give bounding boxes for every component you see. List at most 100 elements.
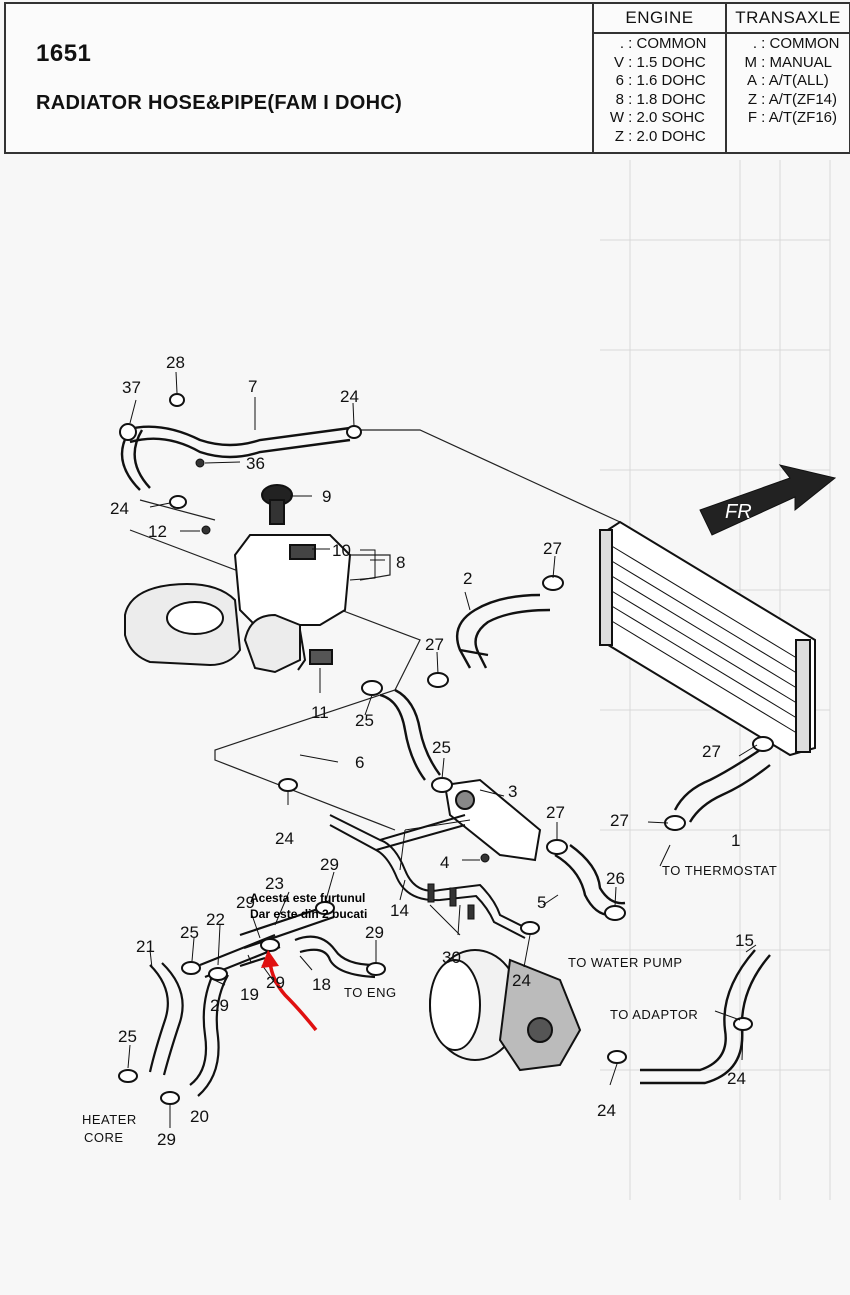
header-column-divider [725,4,727,152]
callout-22: 22 [206,910,225,929]
annotation-note: Acesta este furtunul Dar este din 2 buca… [250,890,367,922]
callout-29-d: 29 [266,973,285,992]
clamp [118,1069,138,1083]
callout-29-a: 29 [320,855,339,874]
bolt [480,853,490,863]
engine-legend-item: 8 : 1.8 DOHC [615,90,706,108]
callout-14: 14 [390,901,409,920]
clamp [604,905,626,921]
callout-10: 10 [332,541,351,560]
front-label: FR [725,501,752,523]
hose-5 [554,844,626,917]
engine-legend-item: . : COMMON [619,35,707,52]
catalog-header: 1651 RADIATOR HOSE&PIPE(FAM I DOHC) ENGI… [4,2,850,154]
callout-29-c: 29 [365,923,384,942]
engine-legend-item: Z : 2.0 DOHC [614,127,706,145]
callout-3: 3 [508,782,517,801]
callout-24-right: 24 [727,1069,746,1088]
clamp [181,961,201,975]
clamp [733,1017,753,1031]
engine-heading-rule [594,32,725,34]
engine-legend-item: V : 1.5 DOHC [613,53,706,71]
clamp [542,575,564,591]
clamp [546,839,568,855]
callout-25-a: 25 [355,711,374,730]
callout-36: 36 [246,454,265,473]
clamp [119,423,137,441]
callout-30: 30 [442,948,461,967]
clamp [169,495,187,509]
callout-5: 5 [537,893,546,912]
to-eng-label: TO ENG [344,985,397,1000]
callout-24-mid: 24 [275,829,294,848]
bolts [195,458,490,920]
exploded-parts-diagram: FR [82,160,837,1200]
callout-24-bottom: 24 [597,1101,616,1120]
leader-lines [127,371,758,1128]
callout-27-c: 27 [546,803,565,822]
engine-heading: ENGINE [625,8,694,27]
callout-15: 15 [735,931,754,950]
callout-28: 28 [166,353,185,372]
clamp [431,777,453,793]
callout-37: 37 [122,378,141,397]
clamp [315,901,335,915]
annotation-arrow [261,950,318,1032]
radiator-core [599,520,816,757]
transaxle-legend: . : COMMON M : MANUAL A : A/T(ALL) Z : A… [737,35,840,128]
callout-9: 9 [322,487,331,506]
annotation-line-2: Dar este din 2 bucati [250,907,368,921]
callout-24-top: 24 [340,387,359,406]
callout-25-b: 25 [432,738,451,757]
clamp [607,1050,627,1064]
transaxle-legend-item: . : COMMON [752,35,840,52]
assembly-outline-lines [129,429,621,831]
bolt [467,904,475,920]
coolant-reservoir [233,484,352,671]
engine-legend: . : COMMON V : 1.5 DOHC 6 : 1.6 DOHC 8 :… [604,35,707,146]
callout-29-e: 29 [210,996,229,1015]
callout-25-c: 25 [180,923,199,942]
bolt [427,883,435,903]
heater-hoses [148,903,376,1097]
callout-26: 26 [606,869,625,888]
bolt [449,887,457,907]
clamp [346,425,362,439]
callout-29-b: 29 [236,893,255,912]
hose-6 [379,688,441,781]
hose-clamps [118,393,774,1105]
callout-27-b: 27 [425,635,444,654]
heater-label: HEATER [82,1112,137,1127]
callout-20: 20 [190,1107,209,1126]
transaxle-legend-item: M : MANUAL [744,53,833,71]
radiator-lower-hose-1 [673,749,771,823]
callout-7: 7 [248,377,257,396]
callout-24-pump: 24 [512,971,531,990]
clamp [366,962,386,976]
engine-legend-item: W : 2.0 SOHC [609,109,705,126]
transaxle-legend-item: F : A/T(ZF16) [747,109,838,126]
header-divider [592,4,594,152]
front-direction-arrow: FR [699,464,837,536]
clamp [520,921,540,935]
clamp [169,393,185,407]
callout-24-left: 24 [110,499,129,518]
callout-18: 18 [312,975,331,994]
transaxle-heading: TRANSAXLE [735,8,841,27]
callout-8: 8 [396,553,405,572]
callout-19: 19 [240,985,259,1004]
callout-11: 11 [311,703,329,722]
clamp [752,736,774,752]
clamp [427,672,449,688]
callout-23: 23 [265,874,284,893]
core-label: CORE [84,1130,124,1145]
callout-2: 2 [463,569,472,588]
annotation-line-1: Acesta este furtunul [250,891,366,905]
transaxle-legend-item: Z : A/T(ZF14) [747,90,838,108]
clamp [260,938,280,952]
clamp [160,1091,180,1105]
water-pump-assembly [429,949,582,1072]
clamp [208,967,228,981]
reservoir-bracket [124,583,333,674]
